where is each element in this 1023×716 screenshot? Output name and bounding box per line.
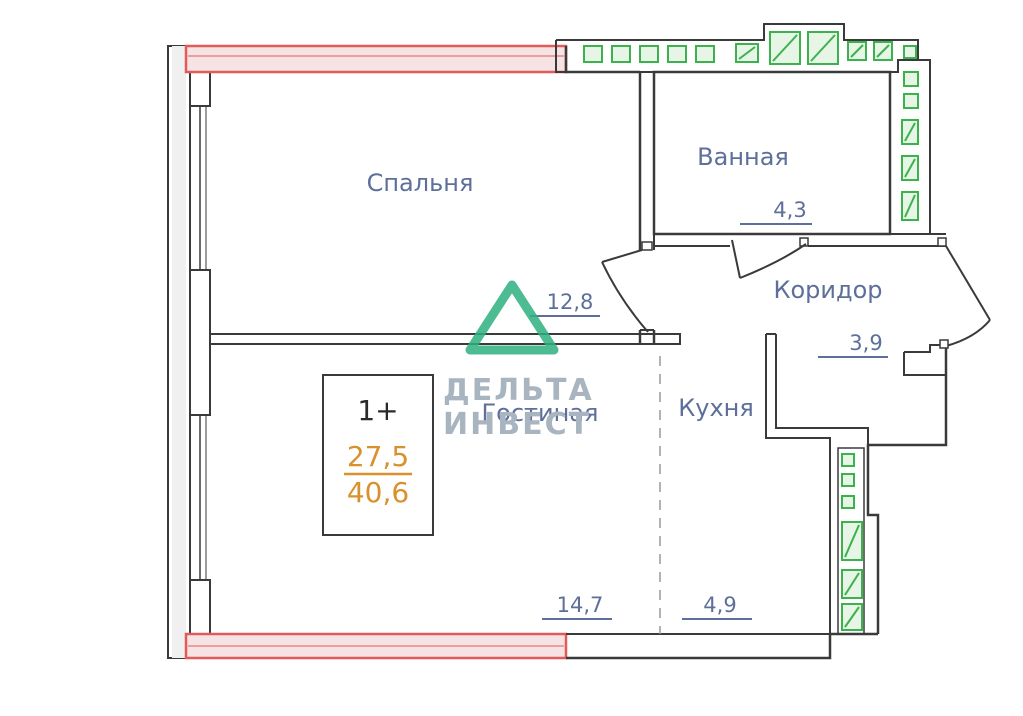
vent-block — [583, 45, 603, 63]
vent-block-diagonal — [904, 158, 916, 178]
vent-block-diagonal — [904, 122, 916, 142]
bedroom-name: Спальня — [367, 169, 474, 197]
apartment-badge: 1+ 27,5 40,6 — [322, 374, 434, 536]
bathroom-area: 4,3 — [773, 198, 806, 222]
left-facade — [167, 45, 211, 659]
bedroom-area: 12,8 — [547, 290, 594, 314]
vent-block — [903, 71, 919, 87]
vent-block — [611, 45, 631, 63]
kitchen-name: Кухня — [678, 394, 754, 422]
vent-block — [639, 45, 659, 63]
vent-frame — [556, 23, 919, 60]
vent-block — [841, 495, 855, 509]
vent-block — [695, 45, 715, 63]
logo-triangle-icon — [465, 280, 559, 355]
watermark-line1: ДЕЛЬТА — [443, 373, 594, 408]
corridor-area: 3,9 — [849, 331, 882, 355]
badge-total-area: 40,6 — [347, 476, 409, 509]
vent-block — [903, 93, 919, 109]
watermark-logo: ДЕЛЬТА ИНВЕСТ — [443, 280, 594, 442]
vent-block — [841, 473, 855, 487]
corridor-name: Коридор — [773, 276, 882, 304]
badge-living-area: 27,5 — [347, 440, 409, 473]
vent-block-diagonal — [876, 44, 890, 58]
vent-block-diagonal — [904, 194, 916, 218]
vent-block-diagonal — [772, 34, 798, 62]
vent-block-diagonal — [844, 524, 860, 558]
vent-block — [903, 45, 917, 59]
kitchen-area: 4,9 — [703, 593, 736, 617]
bathroom-name: Ванная — [697, 143, 789, 171]
vent-block-diagonal — [850, 44, 864, 58]
vent-block — [841, 453, 855, 467]
vent-block — [667, 45, 687, 63]
top-window-strip — [184, 44, 568, 74]
watermark-line2: ИНВЕСТ — [443, 407, 591, 442]
door-arcs — [601, 239, 991, 349]
vent-blocks — [555, 23, 931, 635]
vent-block-diagonal — [810, 34, 836, 62]
bottom-window-strip — [184, 632, 568, 660]
living-area: 14,7 — [557, 593, 604, 617]
vent-block-diagonal — [738, 46, 756, 60]
vent-frame — [555, 40, 931, 234]
vent-frame — [837, 447, 865, 635]
living-name: Гостиная — [482, 399, 599, 427]
vent-block-diagonal — [844, 572, 860, 596]
badge-room-count: 1+ — [357, 394, 398, 427]
vent-block-diagonal — [844, 606, 860, 628]
walls — [209, 46, 948, 660]
